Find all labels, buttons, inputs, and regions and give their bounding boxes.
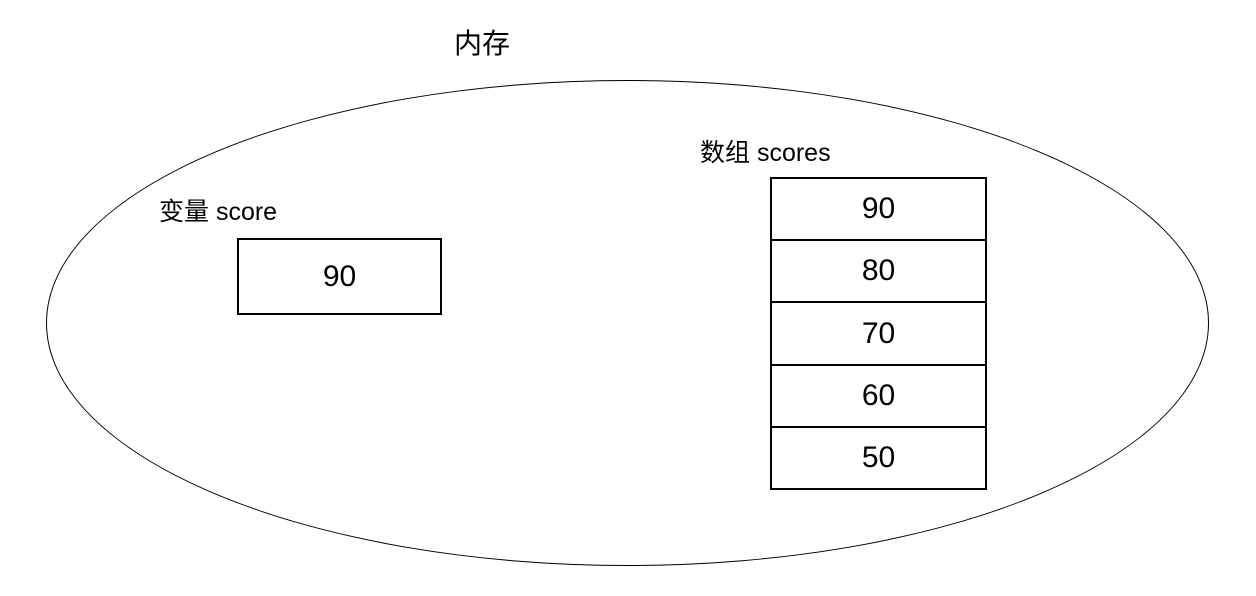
array-box: 90 80 70 60 50: [770, 177, 987, 490]
array-cell-value: 50: [861, 440, 896, 474]
array-cell-value: 70: [861, 316, 896, 350]
array-label: 数组 scores: [700, 139, 831, 167]
array-cell-value: 60: [861, 378, 896, 412]
array-cell: 90: [772, 179, 985, 242]
array-cell: 80: [772, 241, 985, 304]
variable-label: 变量 score: [159, 198, 278, 226]
array-cell: 70: [772, 303, 985, 366]
memory-title: 内存: [454, 28, 511, 59]
array-cell-value: 90: [861, 192, 896, 226]
variable-box: 90: [237, 238, 442, 315]
memory-ellipse: [46, 80, 1209, 566]
array-cell: 60: [772, 366, 985, 428]
variable-value: 90: [322, 259, 357, 293]
array-cell: 50: [772, 428, 985, 488]
array-cell-value: 80: [861, 254, 896, 288]
